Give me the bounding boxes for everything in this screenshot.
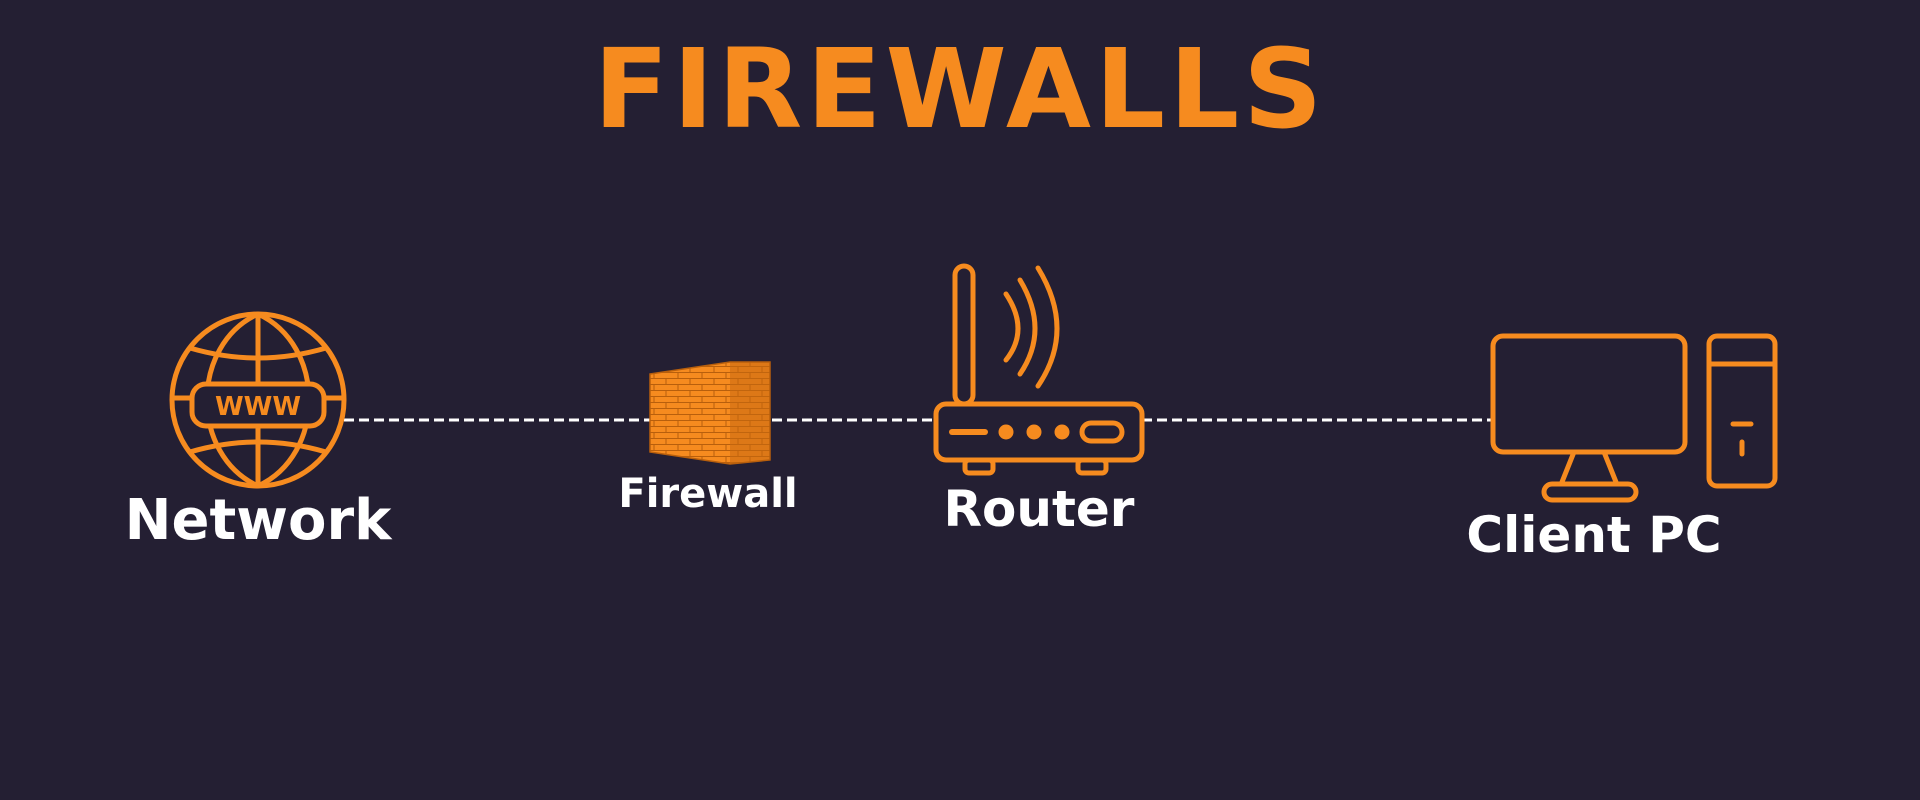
node-label-network: Network [124,488,392,553]
page-title: FIREWALLS [593,25,1327,153]
www-text: WWW [215,392,301,422]
wifi-router-icon [933,263,1145,476]
desktop-pc-icon [1490,333,1778,503]
node-label-router: Router [943,480,1135,538]
globe-www-icon: WWW [169,311,347,489]
node-label-client-pc: Client PC [1466,506,1722,564]
brick-wall-icon [649,361,771,465]
node-label-firewall: Firewall [618,471,798,517]
